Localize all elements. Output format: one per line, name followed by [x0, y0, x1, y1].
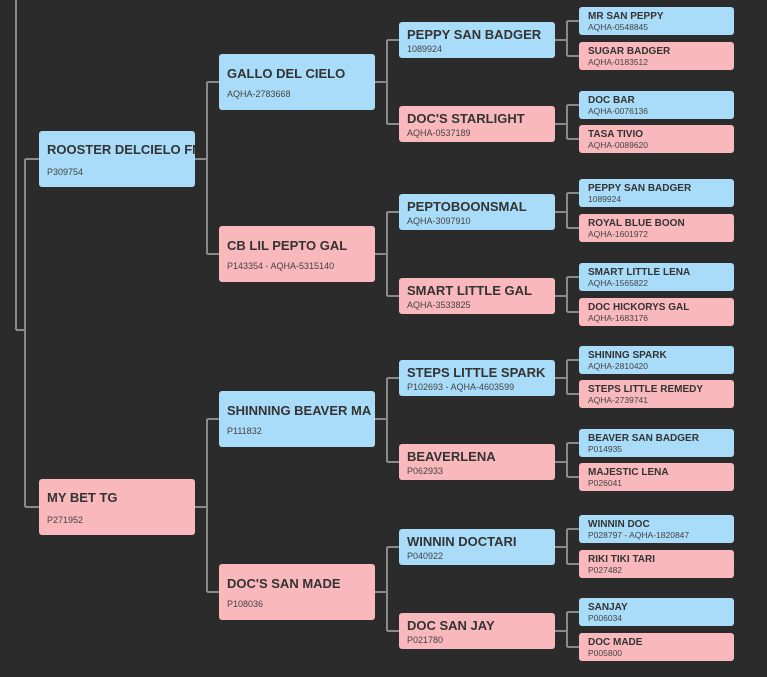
horse-name: DOC'S STARLIGHT: [407, 110, 525, 126]
horse-name: DOC'S SAN MADE: [227, 575, 341, 591]
horse-name: SMART LITTLE GAL: [407, 282, 532, 298]
horse-name: WINNIN DOC: [588, 518, 650, 530]
horse-name: SUGAR BADGER: [588, 45, 671, 57]
registration-number: AQHA-1683176: [588, 312, 649, 323]
horse-name: PEPTOBOONSMAL: [407, 198, 527, 214]
registration-number: 1089924: [407, 43, 443, 54]
registration-number: AQHA-2739741: [588, 394, 649, 405]
horse-name: DOC HICKORYS GAL: [588, 301, 690, 313]
registration-number: P027482: [588, 564, 623, 575]
registration-number: P309754: [47, 166, 84, 177]
registration-number: P028797 - AQHA-1820847: [588, 529, 690, 540]
horse-name: ROOSTER DELCIELO FMM: [47, 141, 195, 157]
registration-number: P014935: [588, 443, 623, 454]
horse-card-g2-1[interactable]: CB LIL PEPTO GAL P143354 - AQHA-5315140: [219, 226, 375, 282]
horse-card-g2-3[interactable]: DOC'S SAN MADE P108036: [219, 564, 375, 620]
registration-number: P111832: [227, 425, 262, 436]
registration-number: P021780: [407, 634, 444, 645]
registration-number: P108036: [227, 598, 264, 609]
registration-number: P040922: [407, 550, 444, 561]
registration-number: AQHA-0183512: [588, 56, 649, 67]
registration-number: AQHA-0076136: [588, 105, 649, 116]
horse-name: SHINNING BEAVER MA: [227, 402, 372, 418]
horse-name: RIKI TIKI TARI: [588, 553, 656, 565]
horse-name: BEAVER SAN BADGER: [588, 432, 699, 444]
horse-card-g1-1[interactable]: MY BET TG P271952: [39, 479, 195, 535]
registration-number: P026041: [588, 477, 623, 488]
registration-number: AQHA-2783668: [227, 88, 291, 99]
horse-name: SHINING SPARK: [588, 349, 667, 361]
horse-name: MR SAN PEPPY: [588, 10, 664, 22]
horse-card-g2-2[interactable]: SHINNING BEAVER MA P111832: [219, 391, 375, 447]
horse-name: MAJESTIC LENA: [588, 466, 669, 478]
horse-name: PEPPY SAN BADGER: [588, 182, 692, 194]
horse-name: WINNIN DOCTARI: [407, 533, 517, 549]
registration-number: P102693 - AQHA-4603599: [407, 381, 515, 392]
horse-name: STEPS LITTLE SPARK: [407, 364, 546, 380]
registration-number: 1089924: [588, 193, 622, 204]
registration-number: AQHA-3097910: [407, 215, 471, 226]
horse-name: DOC MADE: [588, 636, 643, 648]
horse-name: GALLO DEL CIELO: [227, 65, 346, 81]
horse-card-g2-0[interactable]: GALLO DEL CIELO AQHA-2783668: [219, 54, 375, 110]
registration-number: AQHA-0537189: [407, 127, 471, 138]
registration-number: P006034: [588, 612, 623, 623]
horse-name: STEPS LITTLE REMEDY: [588, 383, 704, 395]
horse-name: DOC SAN JAY: [407, 617, 495, 633]
registration-number: AQHA-1601972: [588, 228, 649, 239]
registration-number: P143354 - AQHA-5315140: [227, 260, 335, 271]
horse-name: TASA TIVIO: [588, 128, 643, 140]
registration-number: P271952: [47, 514, 84, 525]
horse-name: CB LIL PEPTO GAL: [227, 237, 348, 253]
registration-number: AQHA-0548845: [588, 21, 649, 32]
registration-number: P062933: [407, 465, 444, 476]
horse-name: DOC BAR: [588, 94, 635, 106]
horse-name: SMART LITTLE LENA: [588, 266, 691, 278]
registration-number: AQHA-0089620: [588, 139, 649, 150]
horse-card-g1-0[interactable]: ROOSTER DELCIELO FMM P309754: [39, 131, 195, 187]
horse-name: MY BET TG: [47, 489, 118, 505]
horse-name: BEAVERLENA: [407, 448, 496, 464]
registration-number: P005800: [588, 647, 623, 658]
horse-name: ROYAL BLUE BOON: [588, 217, 685, 229]
horse-name: PEPPY SAN BADGER: [407, 26, 542, 42]
registration-number: AQHA-1565822: [588, 277, 649, 288]
registration-number: AQHA-2810420: [588, 360, 649, 371]
registration-number: AQHA-3533825: [407, 299, 471, 310]
horse-name: SANJAY: [588, 601, 628, 613]
